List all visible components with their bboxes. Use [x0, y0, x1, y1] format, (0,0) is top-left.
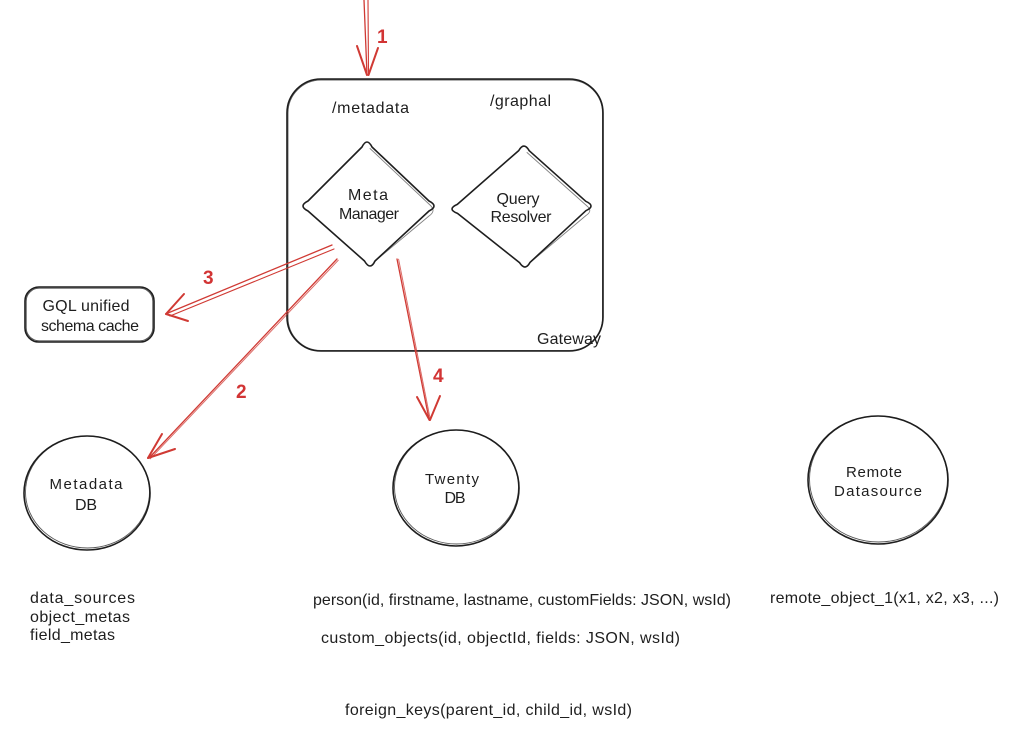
- svg-text:GQL unified: GQL unified: [43, 298, 130, 315]
- svg-text:Remote: Remote: [846, 464, 902, 481]
- svg-text:Gateway: Gateway: [537, 331, 601, 348]
- svg-text:field_metas: field_metas: [30, 627, 115, 644]
- svg-text:/graphal: /graphal: [490, 93, 551, 110]
- svg-text:4: 4: [433, 366, 444, 387]
- svg-text:Meta: Meta: [348, 187, 388, 204]
- svg-text:DB: DB: [75, 497, 97, 514]
- svg-text:Datasource: Datasource: [834, 483, 922, 500]
- svg-text:schema cache: schema cache: [41, 318, 139, 335]
- svg-text:Query: Query: [497, 191, 540, 208]
- svg-text:2: 2: [236, 382, 247, 403]
- svg-text:3: 3: [203, 268, 214, 289]
- svg-text:custom_objects(id, objectId, f: custom_objects(id, objectId, fields: JSO…: [321, 630, 680, 647]
- svg-text:remote_object_1(x1, x2, x3, ..: remote_object_1(x1, x2, x3, ...): [770, 590, 999, 607]
- svg-text:foreign_keys(parent_id, child_: foreign_keys(parent_id, child_id, wsId): [345, 702, 632, 719]
- svg-text:data_sources: data_sources: [30, 590, 135, 607]
- svg-text:object_metas: object_metas: [30, 609, 130, 626]
- svg-text:Twenty: Twenty: [425, 471, 480, 488]
- svg-text:Resolver: Resolver: [491, 209, 553, 226]
- svg-text:person(id, firstname, lastname: person(id, firstname, lastname, customFi…: [313, 592, 731, 609]
- svg-text:Manager: Manager: [339, 206, 400, 223]
- svg-text:Metadata: Metadata: [50, 476, 124, 493]
- svg-text:1: 1: [377, 27, 388, 48]
- svg-text:/metadata: /metadata: [332, 100, 409, 117]
- svg-text:DB: DB: [445, 490, 466, 507]
